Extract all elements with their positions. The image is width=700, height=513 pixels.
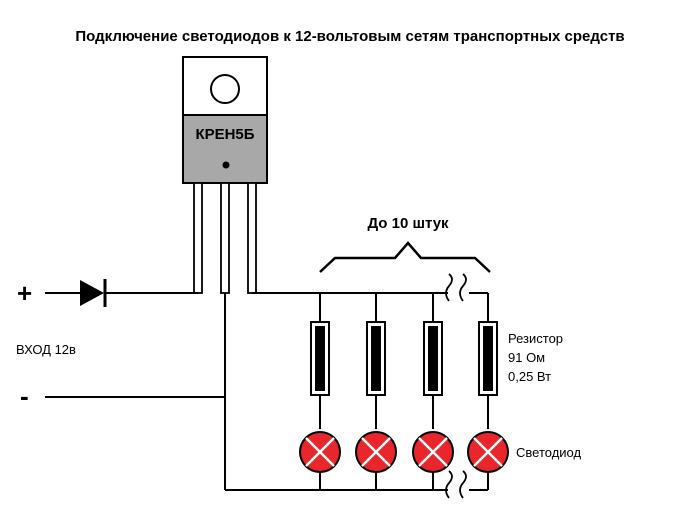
pin-input [193, 182, 203, 294]
mounting-hole [210, 74, 240, 104]
output-rails [225, 292, 488, 491]
input-label: ВХОД 12в [16, 342, 76, 357]
branch-2 [355, 293, 397, 490]
led-label: Светодиод [516, 445, 581, 460]
minus-sign: - [20, 381, 29, 411]
branch-1 [299, 293, 341, 490]
diagram-title: Подключение светодиодов к 12-вольтовым с… [75, 28, 625, 45]
plus-sign: + [17, 278, 32, 308]
group-label: До 10 штук [367, 215, 449, 232]
pin-output [247, 182, 257, 294]
resistor-name: Резистор [508, 331, 563, 346]
diode [80, 279, 107, 307]
resistor-value: 91 Ом [508, 350, 545, 365]
pin1-marker [222, 161, 230, 169]
pin-ground [220, 182, 230, 294]
regulator: КРЕН5Б [182, 56, 268, 294]
branch-3 [412, 293, 454, 490]
group-brace [319, 241, 491, 273]
resistor-power: 0,25 Вт [508, 369, 551, 384]
branch-4 [467, 293, 509, 490]
input-wiring [45, 292, 226, 490]
led [412, 431, 454, 473]
led [299, 431, 341, 473]
led [467, 431, 509, 473]
regulator-part-label: КРЕН5Б [195, 126, 254, 143]
rail-break-marks [445, 273, 467, 499]
led [355, 431, 397, 473]
